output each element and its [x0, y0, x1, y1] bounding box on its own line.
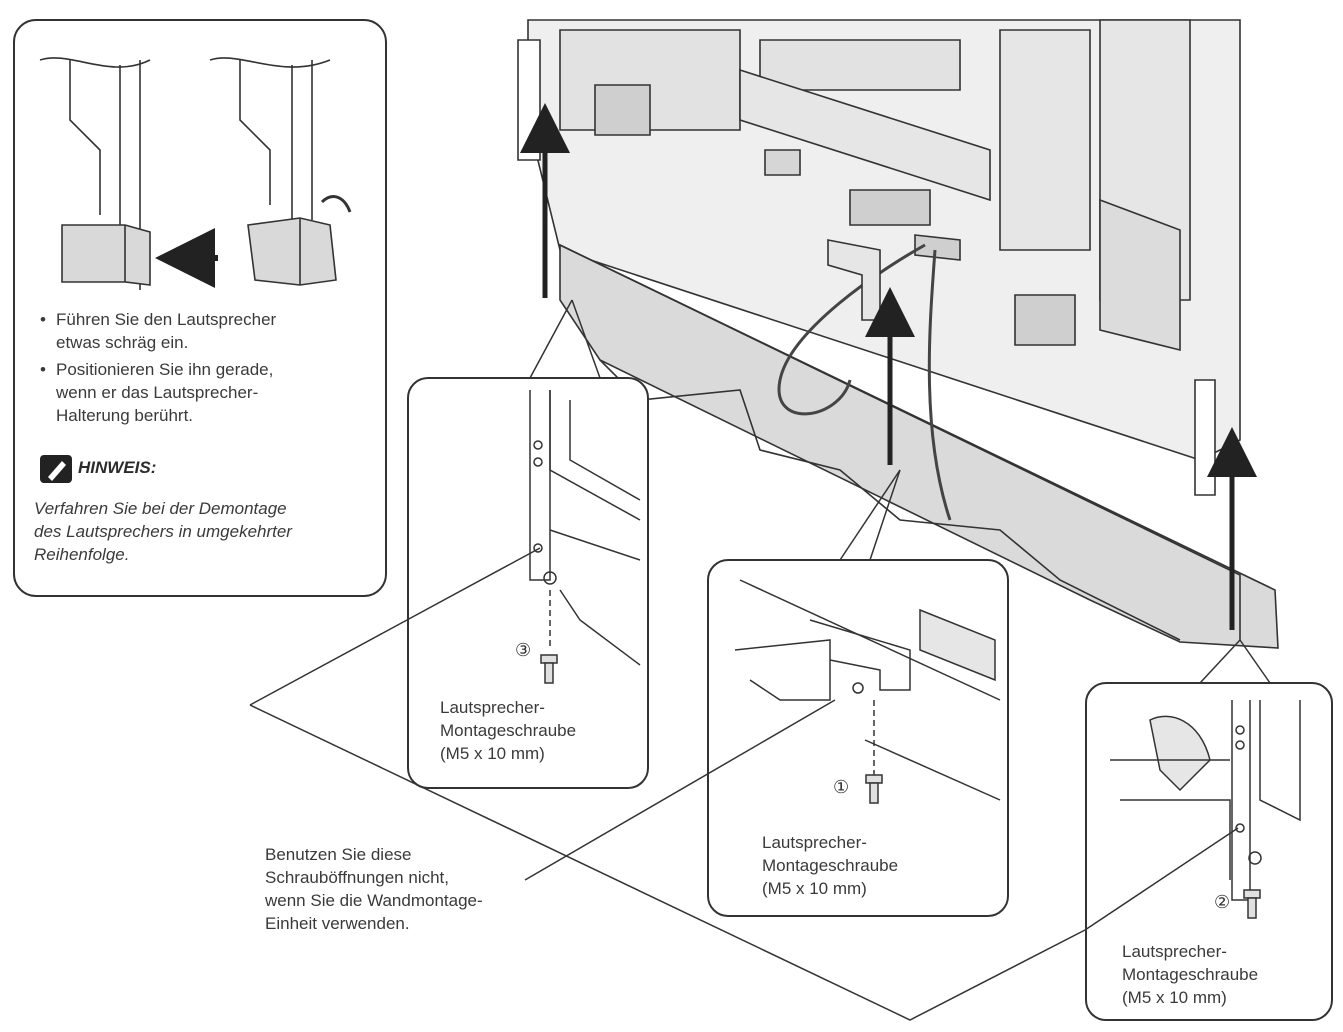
- note-title: HINWEIS:: [78, 458, 157, 477]
- speaker-cable-2: [927, 249, 952, 521]
- screw-icon: [1243, 889, 1261, 919]
- screw-label-3: Lautsprecher- Montageschraube (M5 x 10 m…: [440, 698, 577, 763]
- screw-number-3: ③: [515, 640, 532, 660]
- tip-bullet-1: • Führen Sie den Lautsprecher etwas schr…: [40, 310, 277, 352]
- inset-left-sketch: [529, 390, 641, 666]
- inset-box-left-screw: [407, 377, 649, 789]
- tip-bullet-2: • Positionieren Sie ihn gerade, wenn er …: [40, 360, 274, 425]
- note-text: Verfahren Sie bei der Demontage des Laut…: [34, 499, 292, 564]
- wall-mount-note: Benutzen Sie diese Schrauböffnungen nich…: [265, 845, 483, 933]
- screw-number-1: ①: [833, 777, 850, 797]
- speaker-bar: [559, 243, 1279, 649]
- inset-center-sketch: [734, 579, 1001, 801]
- inset-right-sketch: [1110, 700, 1301, 901]
- inset-box-right-screw: [1085, 682, 1333, 1021]
- screw-label-1: Lautsprecher- Montageschraube (M5 x 10 m…: [762, 833, 899, 898]
- callout-lines: [249, 299, 1271, 1021]
- screw-icon: [540, 654, 558, 684]
- screw-icon: [865, 774, 883, 804]
- tv-back-panel: [517, 19, 1241, 496]
- screw-label-2: Lautsprecher- Montageschraube (M5 x 10 m…: [1122, 942, 1259, 1007]
- inset-sketch-speaker-tilted: [209, 57, 352, 286]
- inset-box-insertion: [13, 19, 387, 597]
- inset-sketch-speaker-straight: [39, 57, 151, 290]
- screw-number-2: ②: [1214, 892, 1231, 912]
- pencil-note-icon: [40, 455, 72, 483]
